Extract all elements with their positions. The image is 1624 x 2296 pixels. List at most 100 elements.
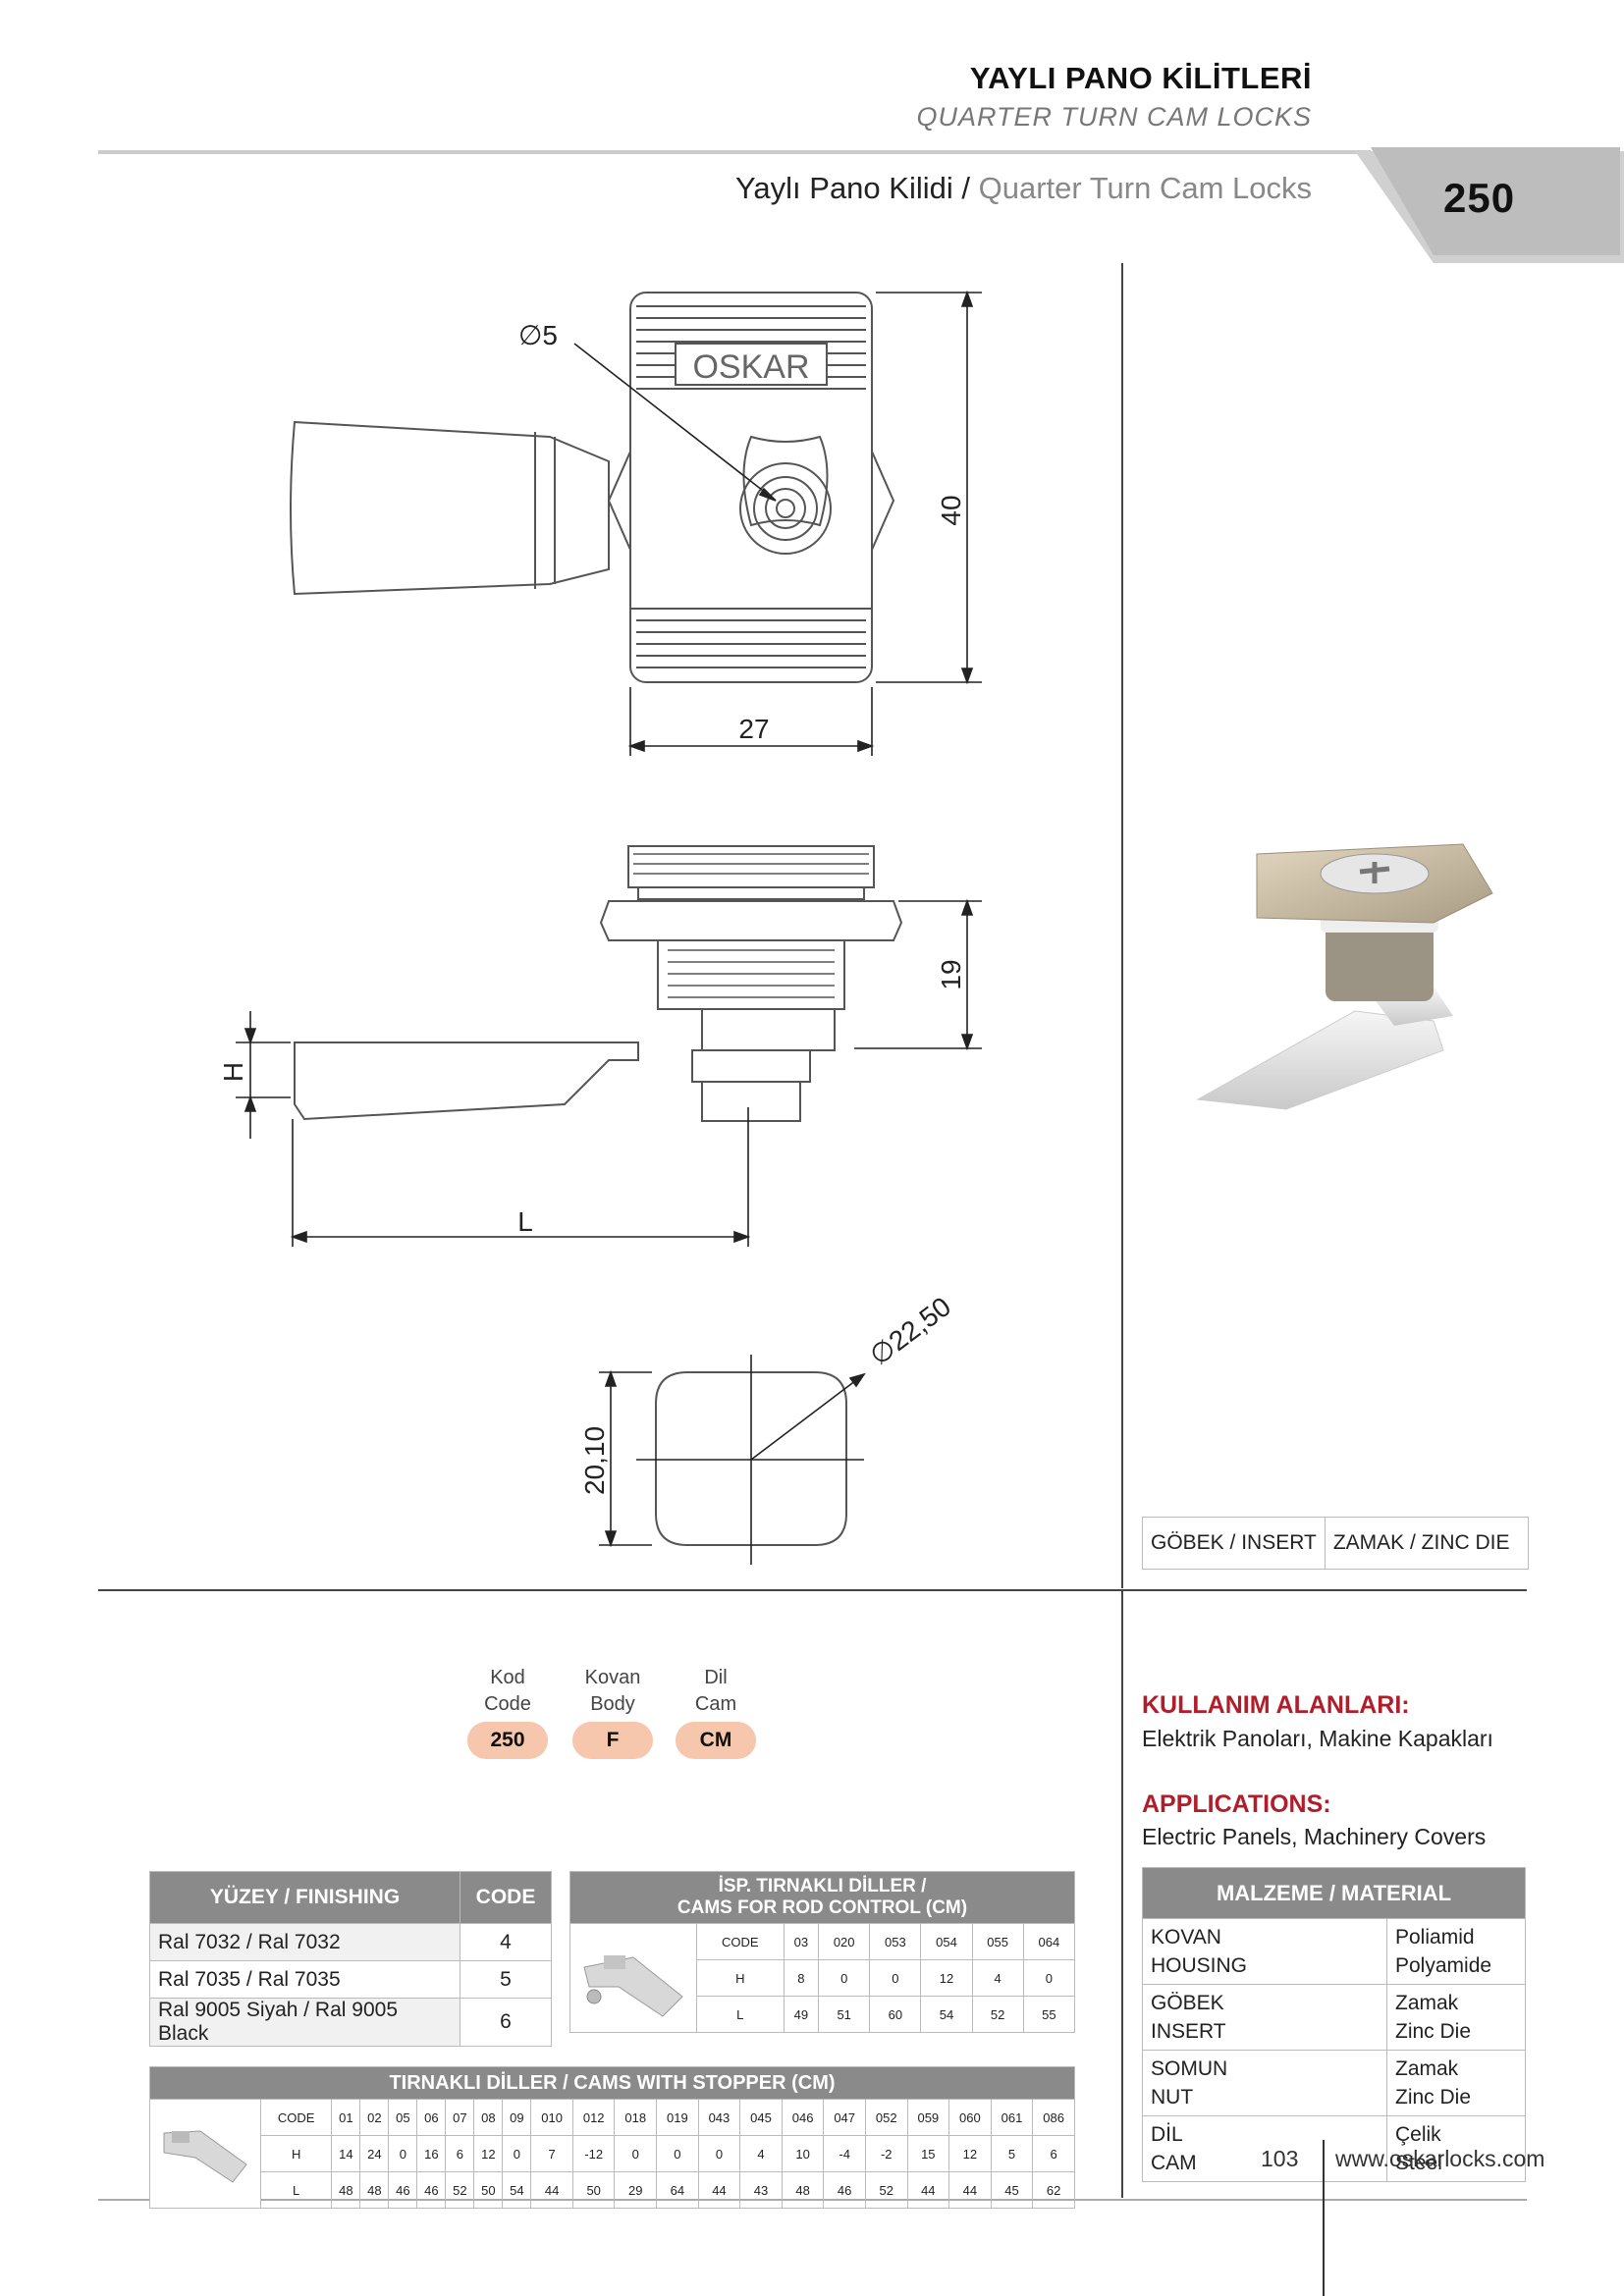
rod-code-cell: 03 — [783, 1923, 820, 1960]
product-name-en: Quarter Turn Cam Locks — [978, 171, 1312, 205]
stopper-h-cell: 16 — [416, 2135, 447, 2172]
insert-label: GÖBEK / INSERT — [1142, 1517, 1326, 1570]
rod-l-cell: 55 — [1022, 1996, 1076, 2033]
stopper-h-cell: -2 — [864, 2135, 908, 2172]
material-key-en: INSERT — [1151, 2020, 1226, 2043]
material-header: MALZEME / MATERIAL — [1142, 1867, 1526, 1919]
stopper-code-cell: 01 — [331, 2099, 361, 2136]
footer-separator — [1323, 2140, 1325, 2296]
order-body-tr: Kovan — [584, 1667, 641, 1688]
stopper-h-cell: -12 — [571, 2135, 616, 2172]
material-value: Çelik — [1395, 2123, 1441, 2146]
stopper-cam-icon — [163, 2129, 247, 2183]
material-key-en: CAM — [1151, 2152, 1197, 2174]
dim-l: L — [517, 1206, 533, 1237]
stopper-l-cell: 62 — [1032, 2171, 1075, 2209]
material-key: DİL — [1151, 2123, 1183, 2146]
rod-code-cell: 053 — [869, 1923, 922, 1960]
order-col-cam: Dil Cam — [662, 1665, 770, 1718]
product-line: Yaylı Pano Kilidi / Quarter Turn Cam Loc… — [735, 171, 1312, 206]
finishing-header-code: CODE — [460, 1871, 552, 1924]
stopper-code-cell: 052 — [864, 2099, 908, 2136]
insert-table: GÖBEK / INSERT ZAMAK / ZINC DIE — [1142, 1517, 1529, 1570]
material-key-en: NUT — [1151, 2086, 1194, 2109]
stopper-cams-table: TIRNAKLI DİLLER / CAMS WITH STOPPER (CM)… — [149, 2066, 1075, 2209]
rod-l-cell: 49 — [783, 1996, 820, 2033]
rod-h-cell: 0 — [1022, 1959, 1076, 1997]
stopper-l-row: L 48 48 46 46 52 50 54 44 50 29 64 44 43… — [150, 2171, 1075, 2209]
order-code-tr: Kod — [490, 1667, 525, 1688]
rod-cams-header: İSP. TIRNAKLI DİLLER / CAMS FOR ROD CONT… — [569, 1871, 1075, 1924]
usage-title-en: APPLICATIONS: — [1142, 1790, 1331, 1818]
product-photo — [1196, 843, 1493, 1110]
finishing-name: Ral 7035 / Ral 7035 — [149, 1960, 460, 1999]
rod-h-cell: 0 — [869, 1959, 922, 1997]
rod-l-label: L — [696, 1996, 785, 2033]
stopper-code-cell: 07 — [445, 2099, 475, 2136]
stopper-code-cell: 046 — [781, 2099, 825, 2136]
rod-h-cell: 0 — [818, 1959, 871, 1997]
rod-cam-image — [569, 1923, 697, 2033]
stopper-code-cell: 08 — [473, 2099, 504, 2136]
page-title: YAYLI PANO KİLİTLERİ — [969, 61, 1312, 95]
stopper-code-cell: 02 — [359, 2099, 390, 2136]
rod-code-row: CODE 03 020 053 054 055 064 — [569, 1923, 1076, 2033]
stopper-code-cell: 019 — [656, 2099, 699, 2136]
website-link[interactable]: www.oskarlocks.com — [1335, 2146, 1545, 2171]
stopper-cam-image — [149, 2099, 261, 2209]
rod-h-cell: 8 — [783, 1959, 820, 1997]
stopper-h-cell: -4 — [823, 2135, 866, 2172]
rod-code-label: CODE — [696, 1923, 785, 1960]
finishing-row: Ral 9005 Siyah / Ral 9005 Black 6 — [149, 1998, 552, 2047]
stopper-code-cell: 059 — [906, 2099, 950, 2136]
brand-logo: OSKAR — [692, 348, 809, 386]
stopper-code-cell: 018 — [614, 2099, 658, 2136]
finishing-row: Ral 7032 / Ral 7032 4 — [149, 1923, 552, 1961]
stopper-l-cell: 52 — [864, 2171, 908, 2209]
header-rule — [98, 150, 1371, 154]
stopper-h-cell: 14 — [331, 2135, 361, 2172]
rod-l-cell: 52 — [971, 1996, 1024, 2033]
stopper-code-cell: 061 — [990, 2099, 1034, 2136]
stopper-code-cell: 047 — [823, 2099, 866, 2136]
stopper-l-cell: 44 — [948, 2171, 992, 2209]
order-code-pill: 250 — [467, 1722, 548, 1759]
rod-l-row: L 49 51 60 54 52 55 — [570, 1996, 1076, 2033]
stopper-l-cell: 50 — [473, 2171, 504, 2209]
finishing-name: Ral 7032 / Ral 7032 — [149, 1923, 460, 1961]
order-cam-pill: CM — [676, 1722, 756, 1759]
stopper-code-label: CODE — [259, 2099, 333, 2136]
stopper-h-cell: 4 — [739, 2135, 783, 2172]
stopper-h-cell: 12 — [473, 2135, 504, 2172]
dim-d2250: ∅22,50 — [864, 1291, 956, 1371]
insert-value: ZAMAK / ZINC DIE — [1324, 1517, 1529, 1570]
finishing-name: Ral 9005 Siyah / Ral 9005 Black — [149, 1998, 460, 2047]
stopper-h-cell: 0 — [656, 2135, 699, 2172]
finishing-code: 4 — [460, 1923, 552, 1961]
usage-text-tr: Elektrik Panoları, Makine Kapakları — [1142, 1726, 1493, 1751]
stopper-code-cell: 043 — [697, 2099, 741, 2136]
stopper-l-cell: 46 — [416, 2171, 447, 2209]
material-value-en: Steel — [1395, 2152, 1442, 2174]
stopper-h-cell: 0 — [502, 2135, 532, 2172]
page-code: 250 — [1443, 175, 1516, 221]
stopper-l-cell: 46 — [823, 2171, 866, 2209]
product-name-tr: Yaylı Pano Kilidi / — [735, 171, 970, 205]
material-value-en: Polyamide — [1395, 1954, 1492, 1977]
finishing-header-name: YÜZEY / FINISHING — [149, 1871, 460, 1924]
stopper-h-cell: 24 — [359, 2135, 390, 2172]
stopper-l-cell: 44 — [530, 2171, 573, 2209]
finishing-code: 6 — [460, 1998, 552, 2047]
stopper-code-cell: 086 — [1032, 2099, 1075, 2136]
rod-h-label: H — [696, 1959, 785, 1997]
material-key: KOVAN — [1151, 1926, 1221, 1949]
stopper-code-cell: 05 — [388, 2099, 418, 2136]
rod-cams-table: İSP. TIRNAKLI DİLLER / CAMS FOR ROD CONT… — [569, 1871, 1076, 2033]
order-col-code: Kod Code — [454, 1665, 562, 1718]
stopper-l-cell: 45 — [990, 2171, 1034, 2209]
